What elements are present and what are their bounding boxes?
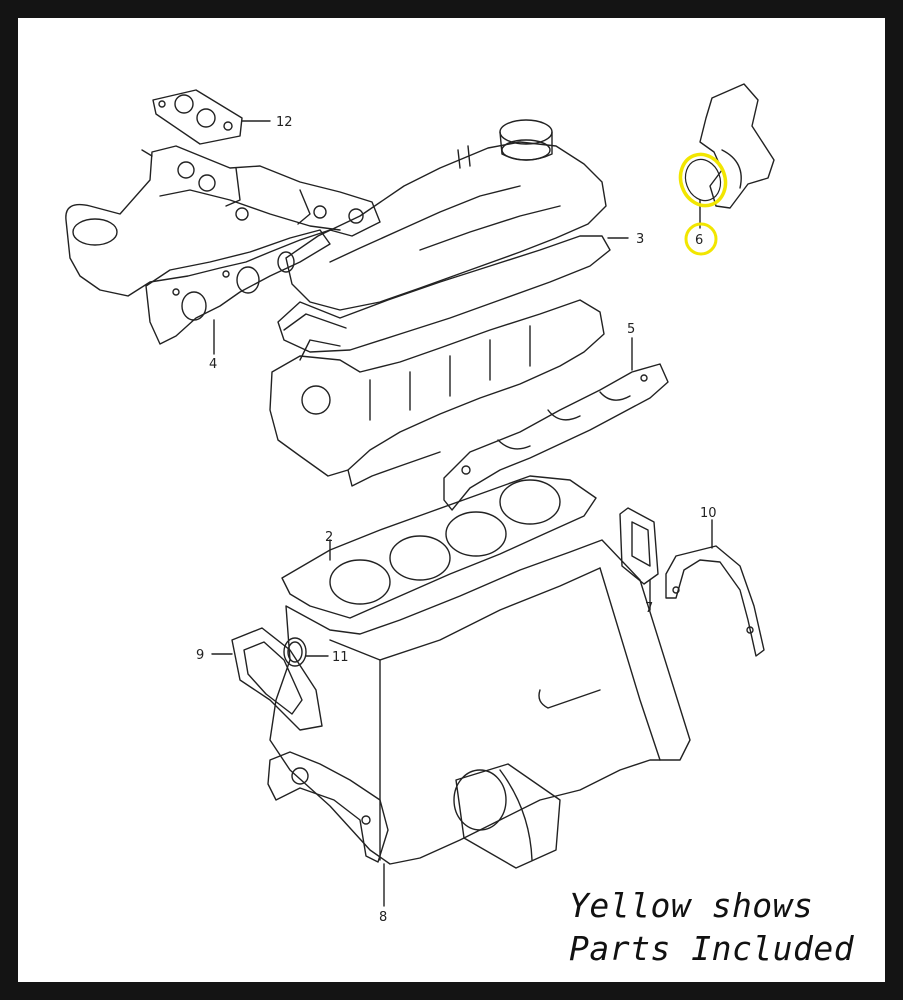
part-6-o-ring-highlight <box>678 152 728 256</box>
part-12-carb-gasket <box>152 89 271 145</box>
legend-line-1: Yellow shows <box>569 886 814 925</box>
part-7-gasket <box>619 507 659 611</box>
part-8-oil-pump-gasket <box>267 751 389 907</box>
part-5-exhaust-gasket <box>443 337 669 511</box>
parts-diagram-sheet: 12 3 6 4 5 2 10 7 9 11 8 Yellow shows Pa… <box>18 18 885 982</box>
callout-10: 10 <box>700 506 717 521</box>
part-3-valve-cover <box>277 119 629 353</box>
engine-gasket-diagram: 12 3 6 4 5 2 10 7 9 11 8 <box>65 83 775 925</box>
legend-line-2: Parts Included <box>569 929 855 968</box>
engine-block <box>269 539 691 869</box>
callout-6: 6 <box>695 233 703 248</box>
callout-9: 9 <box>196 648 204 663</box>
part-2-head-gasket <box>281 475 597 619</box>
callout-3: 3 <box>636 232 644 247</box>
callout-12: 12 <box>276 115 293 130</box>
callout-2: 2 <box>325 530 333 545</box>
callout-7: 7 <box>645 601 653 616</box>
legend-note: Yellow shows Parts Included <box>569 884 854 970</box>
part-9-water-pump-gasket <box>211 627 323 731</box>
callout-8: 8 <box>379 910 387 925</box>
cylinder-head <box>269 299 605 487</box>
callout-11: 11 <box>332 650 349 665</box>
callout-5: 5 <box>627 322 635 337</box>
part-11-o-ring <box>283 637 329 667</box>
callout-4: 4 <box>209 357 217 372</box>
part-10-rear-seal-gasket <box>665 519 765 657</box>
part-4-intake-manifold <box>65 145 381 355</box>
